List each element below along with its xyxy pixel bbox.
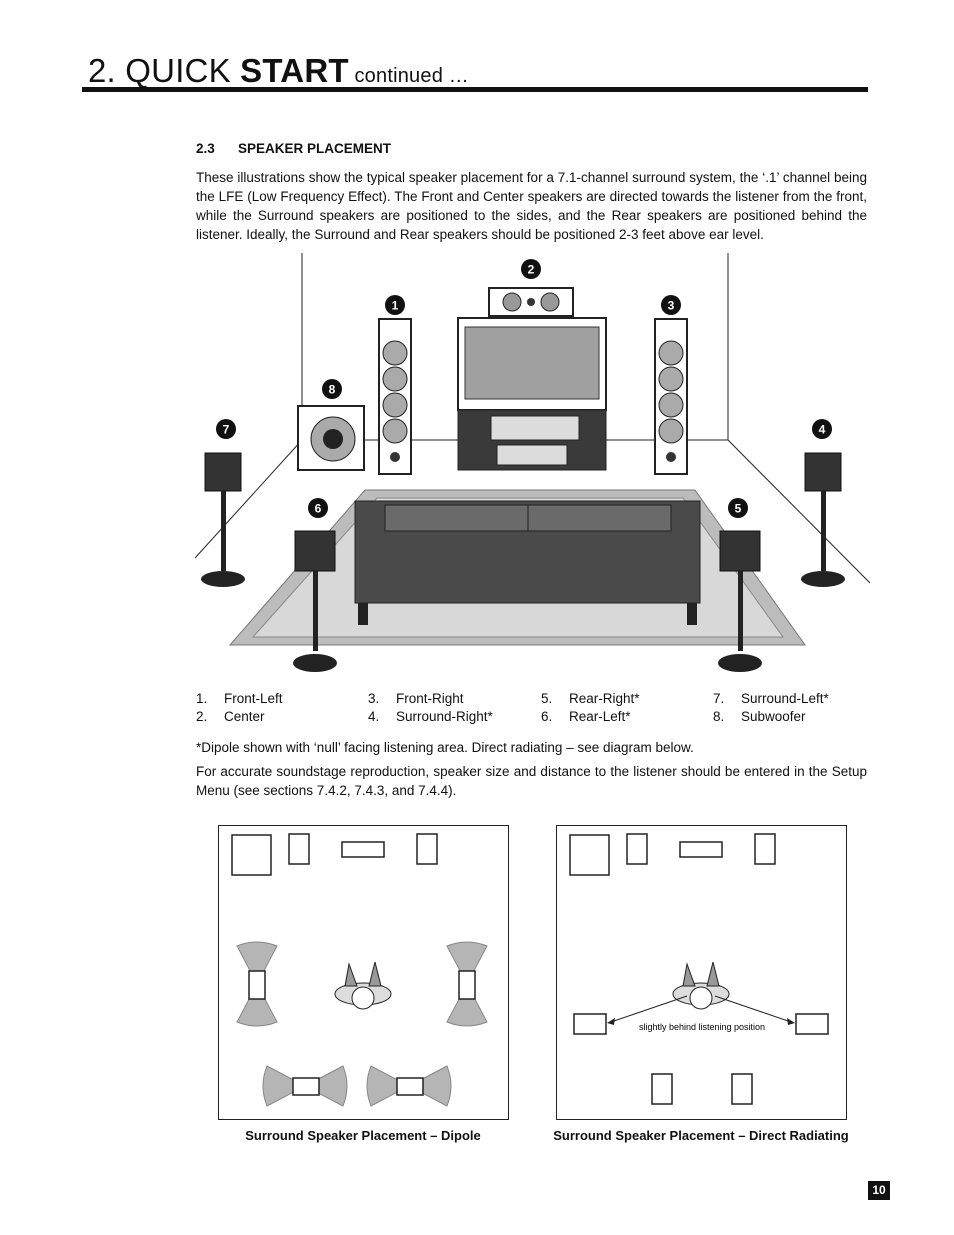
legend-column-3: 5.Rear-Right* 6.Rear-Left*: [541, 690, 640, 726]
badge-1: 1: [385, 295, 405, 315]
legend-item: 5.Rear-Right*: [541, 691, 640, 706]
direct-note-label: slightly behind listening position: [639, 1022, 765, 1032]
legend-column-1: 1.Front-Left 2.Center: [196, 690, 283, 726]
svg-text:3: 3: [668, 299, 675, 313]
dipole-caption: Surround Speaker Placement – Dipole: [245, 1128, 481, 1143]
page-number: 10: [868, 1181, 890, 1200]
svg-text:5: 5: [735, 502, 742, 516]
floor-line-right: [727, 439, 870, 584]
svg-text:1: 1: [392, 299, 399, 313]
svg-text:8: 8: [329, 383, 336, 397]
badge-7: 7: [216, 419, 236, 439]
soundstage-note: For accurate soundstage reproduction, sp…: [196, 764, 867, 798]
listener-icon: [334, 961, 392, 1010]
legend-item: 8.Subwoofer: [713, 709, 806, 724]
page-title: 2. QUICK START continued …: [88, 52, 469, 90]
title-bold: START: [240, 52, 349, 89]
center-speaker: [488, 287, 574, 317]
front-right-speaker: [654, 318, 688, 475]
svg-text:6: 6: [315, 502, 322, 516]
svg-text:2: 2: [528, 263, 535, 277]
intro-paragraph: These illustrations show the typical spe…: [196, 170, 867, 242]
room-illustration: 2 1 3 8 7 4 6 5: [195, 253, 870, 672]
dipole-diagram: [218, 825, 509, 1120]
floor-line-left: [195, 439, 303, 559]
rear-left-speaker: [293, 530, 337, 672]
legend-column-2: 3.Front-Right 4.Surround-Right*: [368, 690, 493, 726]
legend-item: 2.Center: [196, 709, 265, 724]
legend-column-4: 7.Surround-Left* 8.Subwoofer: [713, 690, 829, 726]
legend-item: 7.Surround-Left*: [713, 691, 829, 706]
badge-3: 3: [661, 295, 681, 315]
section-number: 2.3: [196, 141, 215, 156]
badge-5: 5: [728, 498, 748, 518]
title-rule: [82, 87, 868, 92]
svg-text:7: 7: [223, 423, 230, 437]
listener-icon: [672, 961, 730, 1010]
surround-left-speaker: [201, 452, 245, 587]
legend-item: 1.Front-Left: [196, 691, 283, 706]
legend-item: 4.Surround-Right*: [368, 709, 493, 724]
badge-4: 4: [812, 419, 832, 439]
direct-caption: Surround Speaker Placement – Direct Radi…: [553, 1128, 849, 1143]
rear-right-speaker: [718, 530, 762, 672]
sofa: [354, 500, 701, 625]
dipole-note: *Dipole shown with ‘null’ facing listeni…: [196, 740, 694, 755]
direct-radiating-diagram: slightly behind listening position: [556, 825, 847, 1120]
section-heading: 2.3 SPEAKER PLACEMENT: [196, 141, 391, 156]
badge-6: 6: [308, 498, 328, 518]
badge-8: 8: [322, 379, 342, 399]
television: [457, 317, 607, 471]
subwoofer: [297, 405, 365, 471]
title-prefix: 2. QUICK: [88, 52, 241, 89]
legend-item: 6.Rear-Left*: [541, 709, 631, 724]
svg-text:4: 4: [819, 423, 826, 437]
legend-item: 3.Front-Right: [368, 691, 464, 706]
section-title: SPEAKER PLACEMENT: [238, 141, 392, 156]
badge-2: 2: [521, 259, 541, 279]
title-suffix: continued …: [348, 65, 469, 87]
surround-right-speaker: [801, 452, 845, 587]
front-left-speaker: [378, 318, 412, 475]
